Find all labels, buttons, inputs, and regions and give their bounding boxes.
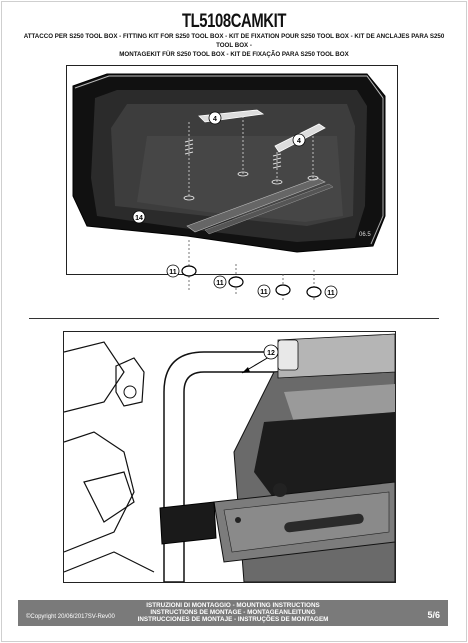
subtitle-line-1: ATTACCO PER S250 TOOL BOX - FITTING KIT … — [23, 33, 445, 49]
copyright-text: ©Copyright 20/06/2017SV-Rev00 — [26, 614, 115, 620]
washer-callouts: 11 11 11 11 — [166, 240, 338, 302]
toolbox-tag: 06.5 — [359, 232, 371, 238]
footer-line-1: ISTRUZIONI DI MONTAGGIO - MOUNTING INSTR… — [146, 602, 320, 609]
callout-11d: 11 — [327, 290, 335, 297]
callout-4b: 4 — [297, 138, 301, 145]
callout-11a: 11 — [169, 269, 177, 276]
callout-12: 12 — [267, 350, 275, 357]
callout-11c: 11 — [260, 289, 268, 296]
document-subtitle: ATTACCO PER S250 TOOL BOX - FITTING KIT … — [20, 32, 448, 59]
subtitle-line-2: MONTAGEKIT FÜR S250 TOOL BOX - KIT DE FI… — [119, 51, 349, 58]
figure-toolbox-interior: 4 4 14 06.5 — [66, 65, 398, 275]
callout-14: 14 — [135, 215, 143, 222]
figure-mounting-detail: 12 — [63, 331, 396, 583]
callout-11b: 11 — [216, 280, 224, 287]
page-footer: ISTRUZIONI DI MONTAGGIO - MOUNTING INSTR… — [18, 600, 448, 626]
callout-4a: 4 — [213, 116, 217, 123]
document-title: TL5108CAMKIT — [181, 11, 287, 32]
mounting-illustration: 12 — [64, 333, 395, 582]
footer-instructions: ISTRUZIONI DI MONTAGGIO - MOUNTING INSTR… — [18, 602, 448, 623]
footer-line-3: INSTRUCCIONES DE MONTAJE - INSTRUÇÕES DE… — [137, 615, 329, 623]
toolbox-illustration: 4 4 14 06.5 — [72, 73, 386, 274]
footer-line-2: INSTRUCTIONS DE MONTAGE - MONTAGEANLEITU… — [150, 608, 316, 616]
section-divider — [29, 318, 439, 319]
page-number: 5/6 — [427, 610, 440, 620]
